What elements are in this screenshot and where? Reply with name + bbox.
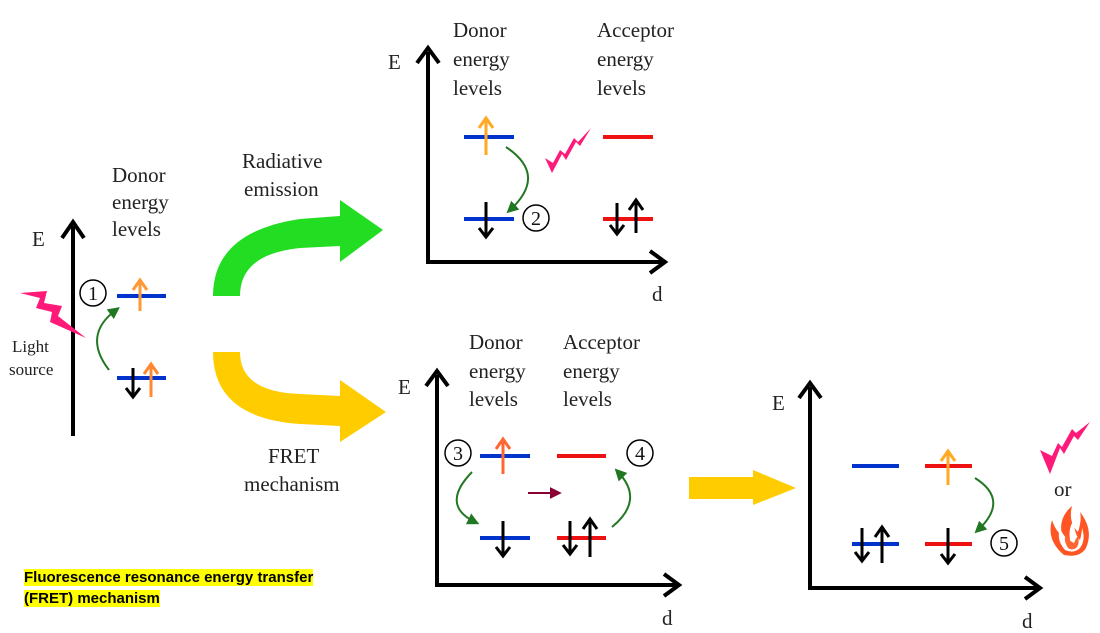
radiative-label-line2: emission [244,177,319,201]
energy-axis-arrowhead-icon [60,218,86,240]
emitted-light-icon [545,128,591,173]
fret-label-line1: FRET [268,444,320,468]
step-circle-5 [990,529,1018,557]
panel-acceptor-emission: E d 5 or [772,379,1090,633]
axis-label-d: d [1022,609,1033,633]
or-label: or [1054,477,1072,501]
light-source-label-line2: source [9,360,53,379]
step-number-3: 3 [453,443,463,465]
acceptor-heading-line3: levels [563,387,612,411]
relaxation-arrow-icon [505,146,529,214]
donor-heading-line1: Donor [112,163,166,187]
excitation-arrow-icon [96,307,120,371]
step-circle-3 [444,439,472,467]
figure-caption: Fluorescence resonance energy transfer (… [24,567,314,609]
acceptor-heading-line2: energy [597,47,654,71]
step-circle-1 [79,279,107,307]
fret-label-line2: mechanism [244,472,340,496]
axis-label-e: E [398,375,411,399]
caption-line2: (FRET) mechanism [24,590,160,607]
step-number-2: 2 [531,208,541,230]
step-circle-4 [626,439,654,467]
acceptor-heading-line3: levels [597,76,646,100]
branch-arrows: Radiative emission FRET mechanism [213,149,386,496]
step-circle-2 [522,204,550,232]
donor-heading-line2: energy [469,359,526,383]
step-number-4: 4 [635,443,645,465]
axis-label-e: E [32,227,45,251]
radiative-label-line1: Radiative [242,149,322,173]
donor-heading-line1: Donor [453,18,507,42]
next-step-arrow-icon [689,470,796,505]
radiative-emission-arrow-icon [213,200,383,296]
axis-label-e: E [772,391,785,415]
step-number-5: 5 [999,533,1009,555]
panel-radiative-emission: E d Donor energy levels Acceptor energy … [388,18,674,306]
panel-fret-transfer: E d Donor energy levels Acceptor energy … [398,330,683,630]
lightning-icon [20,291,86,338]
fret-mechanism-arrow-icon [213,352,386,442]
donor-heading-line3: levels [453,76,502,100]
emitted-light-icon [1040,422,1090,474]
donor-heading-line1: Donor [469,330,523,354]
donor-heading-line3: levels [112,217,161,241]
donor-heading-line2: energy [453,47,510,71]
axis-label-d: d [662,606,673,630]
acceptor-heading-line2: energy [563,359,620,383]
acceptor-excitation-arrow-icon [611,468,632,528]
step-number-1: 1 [88,283,98,305]
axis-label-d: d [652,282,663,306]
heat-flame-icon [1050,506,1089,556]
light-source-label-line1: Light [12,337,49,356]
acceptor-heading-line1: Acceptor [563,330,640,354]
donor-heading-line2: energy [112,190,169,214]
acceptor-heading-line1: Acceptor [597,18,674,42]
donor-relaxation-arrow-icon [455,471,480,525]
caption-line1: Fluorescence resonance energy transfer [24,569,314,586]
acceptor-relaxation-arrow-icon [974,477,995,534]
panel-excitation: E Donor energy levels Light source 1 [9,163,169,436]
axis-label-e: E [388,50,401,74]
donor-heading-line3: levels [469,387,518,411]
